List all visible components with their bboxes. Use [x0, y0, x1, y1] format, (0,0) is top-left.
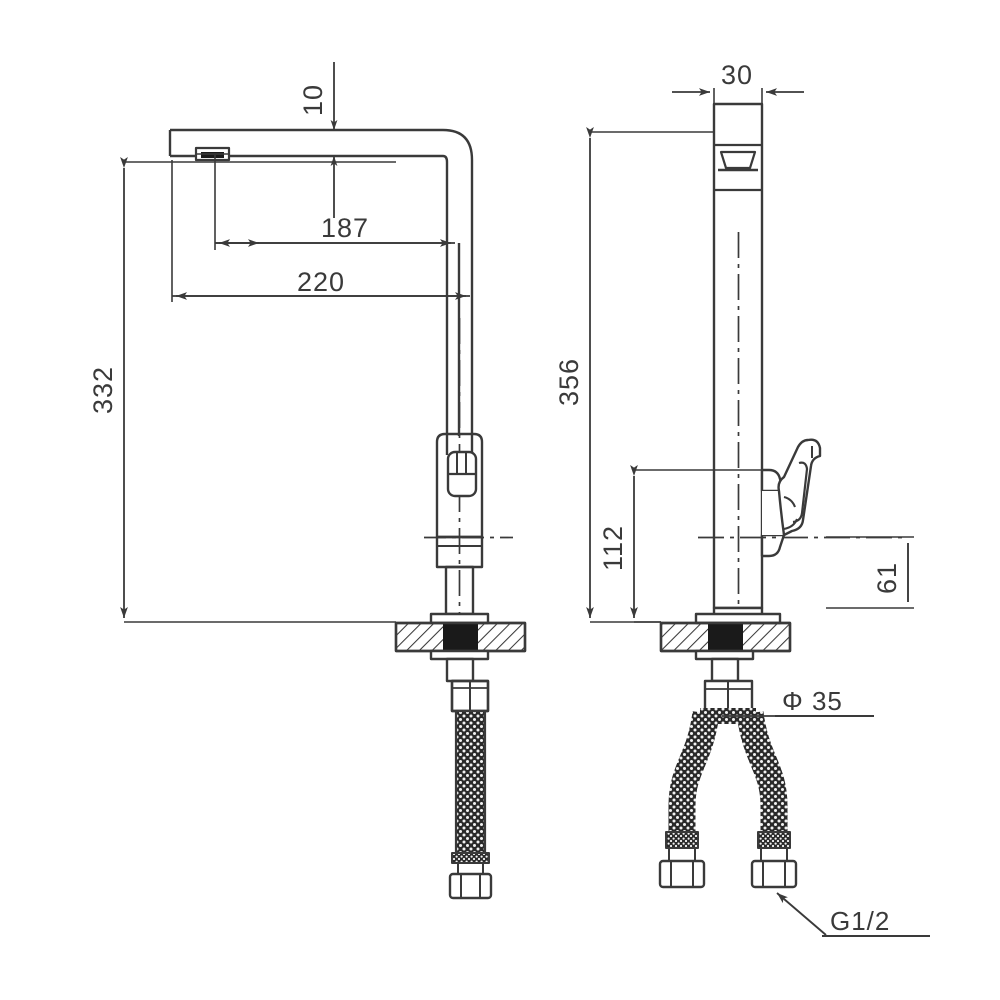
dimension-spout-reach-inner [214, 155, 455, 250]
label-hole-diameter: Φ 35 [782, 686, 843, 716]
dimension-label-61: 61 [872, 562, 902, 594]
front-deck-plate [394, 621, 527, 661]
dimension-spout-width [672, 88, 804, 104]
side-lever-handle [777, 438, 822, 537]
dimension-handle-height [630, 465, 762, 623]
side-mounting-nut [703, 657, 754, 715]
dimension-label-10: 10 [298, 84, 328, 116]
side-valve-collar [760, 468, 786, 558]
label-thread-size: G1/2 [830, 906, 890, 936]
side-shank [694, 606, 782, 625]
front-view [120, 62, 527, 900]
dimension-label-332: 332 [88, 366, 118, 414]
dimension-handle-projection [826, 536, 914, 609]
dimension-label-187: 187 [321, 213, 369, 243]
side-supply-hoses [658, 708, 798, 889]
front-mounting-nut [445, 657, 490, 713]
front-supply-hose [448, 709, 493, 900]
dimension-spout-reach-outer [171, 160, 470, 302]
side-deck-plate [659, 621, 792, 661]
dimension-overall-height-front [120, 157, 396, 623]
front-spout-arm [168, 128, 474, 455]
leader-thread-size [776, 892, 930, 937]
dimension-label-112: 112 [598, 525, 628, 571]
dimension-label-356: 356 [554, 358, 584, 406]
dimension-label-220: 220 [297, 267, 345, 297]
front-lever-handle [446, 450, 478, 498]
side-view [586, 88, 930, 937]
dimension-label-30: 30 [721, 60, 753, 90]
side-aerator-detail [718, 150, 758, 172]
dimension-labels: 10 187 220 332 30 356 112 61 Φ 35 G1/2 [88, 60, 902, 936]
front-aerator-detail [194, 146, 231, 162]
